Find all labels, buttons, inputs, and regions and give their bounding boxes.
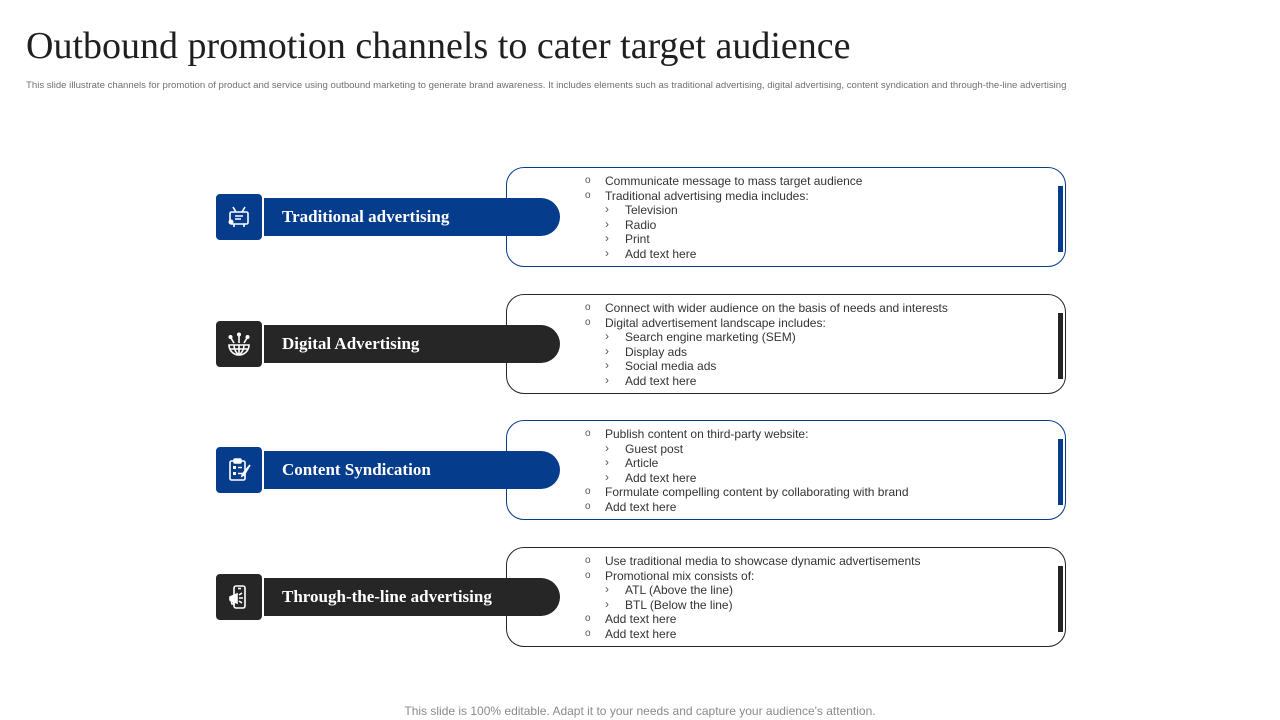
channel-label: Digital Advertising: [244, 325, 560, 363]
accent-bar: [1058, 566, 1063, 632]
list-item: ›Add text here: [605, 245, 697, 261]
channel-label: Through-the-line advertising: [244, 578, 560, 616]
slide-title: Outbound promotion channels to cater tar…: [26, 25, 851, 67]
list-item: ›Television: [605, 202, 678, 217]
clipboard-checklist-icon: [214, 445, 264, 495]
list-item: ›Search engine marketing (SEM): [605, 329, 796, 344]
list-item: ›Add text here: [605, 469, 697, 485]
list-item: ›Display ads: [605, 343, 688, 359]
channel-label: Content Syndication: [244, 451, 560, 489]
list-item: ›BTL (Below the line): [605, 596, 733, 612]
list-item: ›Print: [605, 231, 650, 246]
slide-footer: This slide is 100% editable. Adapt it to…: [404, 704, 876, 718]
globe-network-icon: [214, 319, 264, 369]
list-item: ›Radio: [605, 216, 657, 232]
accent-bar: [1058, 439, 1063, 505]
list-item: ›Guest post: [605, 440, 684, 456]
accent-bar: [1058, 313, 1063, 379]
list-item: ›Add text here: [605, 372, 697, 388]
smartphone-megaphone-icon: [214, 572, 264, 622]
list-item: ›Article: [605, 455, 659, 470]
tv-broadcast-icon: [214, 192, 264, 242]
slide-subtitle: This slide illustrate channels for promo…: [26, 80, 1067, 91]
list-item: ›ATL (Above the line): [605, 582, 734, 597]
channel-label: Traditional advertising: [244, 198, 560, 236]
list-item: ›Social media ads: [605, 358, 717, 373]
accent-bar: [1058, 186, 1063, 252]
